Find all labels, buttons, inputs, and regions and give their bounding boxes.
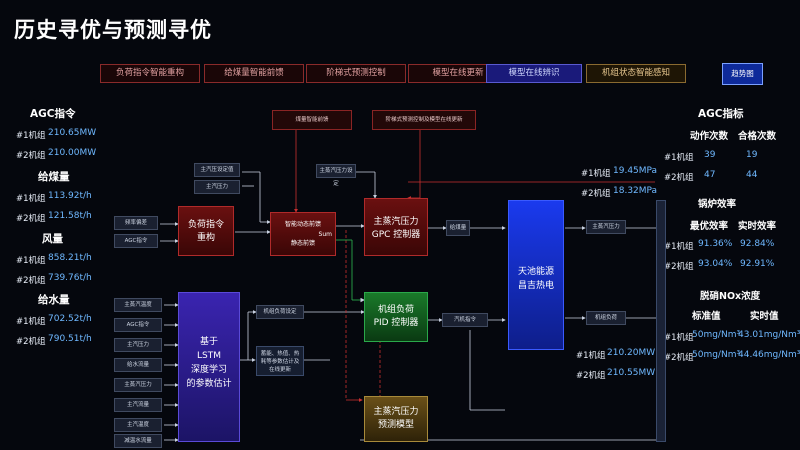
agc-index-unit1: #1机组 [664, 153, 694, 163]
input-steam-temp: 主汽温度 [114, 418, 162, 432]
tab-model-identify[interactable]: 模型在线辨识 [486, 64, 582, 83]
plant-block[interactable]: 天池能源 昌吉热电 [508, 200, 564, 350]
boiler-unit1-v2: 92.84% [740, 239, 775, 249]
nox-col2: 实时值 [750, 311, 779, 322]
input-agc: AGC指令 [114, 318, 162, 332]
feedforward-block[interactable]: 智能动态前馈 静态前馈 Sum [270, 212, 336, 256]
coal-unit2-label: #2机组 [16, 214, 46, 224]
coal-unit2-value: 121.58t/h [48, 211, 92, 221]
ff-static-label: 静态前馈 [290, 240, 315, 247]
load-setpoint-box: 机组负荷设定 [256, 305, 304, 319]
air-unit2-label: #2机组 [16, 276, 46, 286]
ff-sum-label: Sum [318, 231, 332, 238]
load-unit2-value: 210.55MW [607, 368, 656, 378]
tab-model-update[interactable]: 模型在线更新 [408, 64, 508, 83]
air-unit1-label: #1机组 [16, 256, 46, 266]
agc-unit1-value: 210.65MW [48, 128, 97, 138]
gpc-controller-block[interactable]: 主蒸汽压力 GPC 控制器 [364, 198, 428, 256]
pressure-unit2-label: #2机组 [581, 189, 611, 199]
steam-pressure-set: 主蒸汽压力设定 [316, 164, 356, 187]
input-main-pressure: 主汽压力 [114, 338, 162, 352]
agc-index-unit1-v2: 19 [746, 150, 758, 160]
water-unit2-value: 790.51t/h [48, 334, 92, 344]
agc-unit2-label: #2机组 [16, 151, 46, 161]
prediction-model-block[interactable]: 主蒸汽压力 预测模型 [364, 396, 428, 442]
boiler-unit1-v1: 91.36% [698, 239, 733, 249]
tab-unit-state[interactable]: 机组状态智能感知 [586, 64, 686, 83]
water-unit1-label: #1机组 [16, 317, 46, 327]
pid-controller-block[interactable]: 机组负荷 PID 控制器 [364, 292, 428, 342]
boiler-unit2-v1: 93.04% [698, 259, 733, 269]
tab-stair-predictive[interactable]: 阶梯式预测控制 [306, 64, 406, 83]
nox-unit1: #1机组 [664, 333, 694, 343]
input-feedwater-flow: 给水流量 [114, 358, 162, 372]
nox-col1: 标准值 [692, 311, 721, 322]
water-unit2-label: #2机组 [16, 337, 46, 347]
input-steam-flow: 主汽流量 [114, 398, 162, 412]
feedback-bus [656, 200, 666, 442]
water-title: 给水量 [38, 294, 70, 306]
params-estimate-box: 蓄能、热值、热耗等参数估计及在线更新 [256, 346, 304, 376]
agc-index-title: AGC指标 [698, 108, 744, 120]
coal-unit1-label: #1机组 [16, 194, 46, 204]
agc-index-unit2: #2机组 [664, 173, 694, 183]
boiler-title: 锅炉效率 [698, 199, 737, 210]
boiler-col2: 实时效率 [738, 221, 777, 232]
agc-unit2-value: 210.00MW [48, 148, 97, 158]
pressure-unit2-value: 18.32MPa [613, 186, 658, 196]
agc-unit1-label: #1机组 [16, 131, 46, 141]
trend-button[interactable]: 趋势图 [722, 63, 763, 85]
boiler-unit2-v2: 92.91% [740, 259, 775, 269]
load-unit1-value: 210.20MW [607, 348, 656, 358]
agc-index-unit2-v2: 44 [746, 170, 758, 180]
main-pressure: 主汽压力 [194, 180, 240, 194]
input-steam-pressure: 主蒸汽压力 [114, 378, 162, 392]
input-freq-deviation: 频率偏差 [114, 216, 158, 230]
nox-unit2-v2: 44.46mg/Nm³ [738, 350, 800, 360]
tab-coal-feedforward[interactable]: 给煤量智能前馈 [204, 64, 304, 83]
pressure-unit1-value: 19.45MPa [613, 166, 658, 176]
agc-index-unit2-v1: 47 [704, 170, 716, 180]
nox-unit1-v2: 43.01mg/Nm³ [738, 330, 800, 340]
boiler-col1: 最优效率 [690, 221, 729, 232]
nox-unit1-v1: 50mg/Nm³ [692, 330, 741, 340]
input-main-steam-temp: 主蒸汽温度 [114, 298, 162, 312]
pressure-setpoint: 主汽压设定值 [194, 163, 240, 177]
air-unit2-value: 739.76t/h [48, 273, 92, 283]
air-unit1-value: 858.21t/h [48, 253, 92, 263]
turbine-command-box: 汽机指令 [442, 313, 488, 327]
agc-index-col2: 合格次数 [738, 131, 777, 142]
input-agc-command: AGC指令 [114, 234, 158, 248]
coal-unit1-value: 113.92t/h [48, 191, 92, 201]
water-unit1-value: 702.52t/h [48, 314, 92, 324]
input-desuperheat-flow: 减温水流量 [114, 434, 162, 448]
coal-title: 给煤量 [38, 171, 70, 183]
unit-load-out: 机组负荷 [586, 311, 626, 325]
boiler-unit2: #2机组 [664, 262, 694, 272]
agc-title: AGC指令 [30, 108, 76, 120]
load-unit2-label: #2机组 [576, 371, 606, 381]
tab-load-reconstruct[interactable]: 负荷指令智能重构 [100, 64, 200, 83]
coal-box: 给煤量 [446, 220, 470, 236]
air-title: 风量 [42, 233, 63, 245]
load-reconstruct-block[interactable]: 负荷指令 重构 [178, 206, 234, 256]
nox-unit2: #2机组 [664, 353, 694, 363]
load-unit1-label: #1机组 [576, 351, 606, 361]
stair-box: 阶梯式预测控制及模型在线更新 [372, 110, 476, 130]
coal-ff-box: 煤量智能前馈 [272, 110, 352, 130]
nox-unit2-v1: 50mg/Nm³ [692, 350, 741, 360]
boiler-unit1: #1机组 [664, 242, 694, 252]
agc-index-col1: 动作次数 [690, 131, 729, 142]
pressure-unit1-label: #1机组 [581, 169, 611, 179]
page-title: 历史寻优与预测寻优 [14, 18, 212, 42]
main-pressure-out: 主蒸汽压力 [586, 220, 626, 234]
agc-index-unit1-v1: 39 [704, 150, 716, 160]
ff-dynamic-label: 智能动态前馈 [284, 221, 321, 228]
lstm-block[interactable]: 基于 LSTM 深度学习 的参数估计 [178, 292, 240, 442]
nox-title: 脱硝NOx浓度 [700, 291, 761, 302]
